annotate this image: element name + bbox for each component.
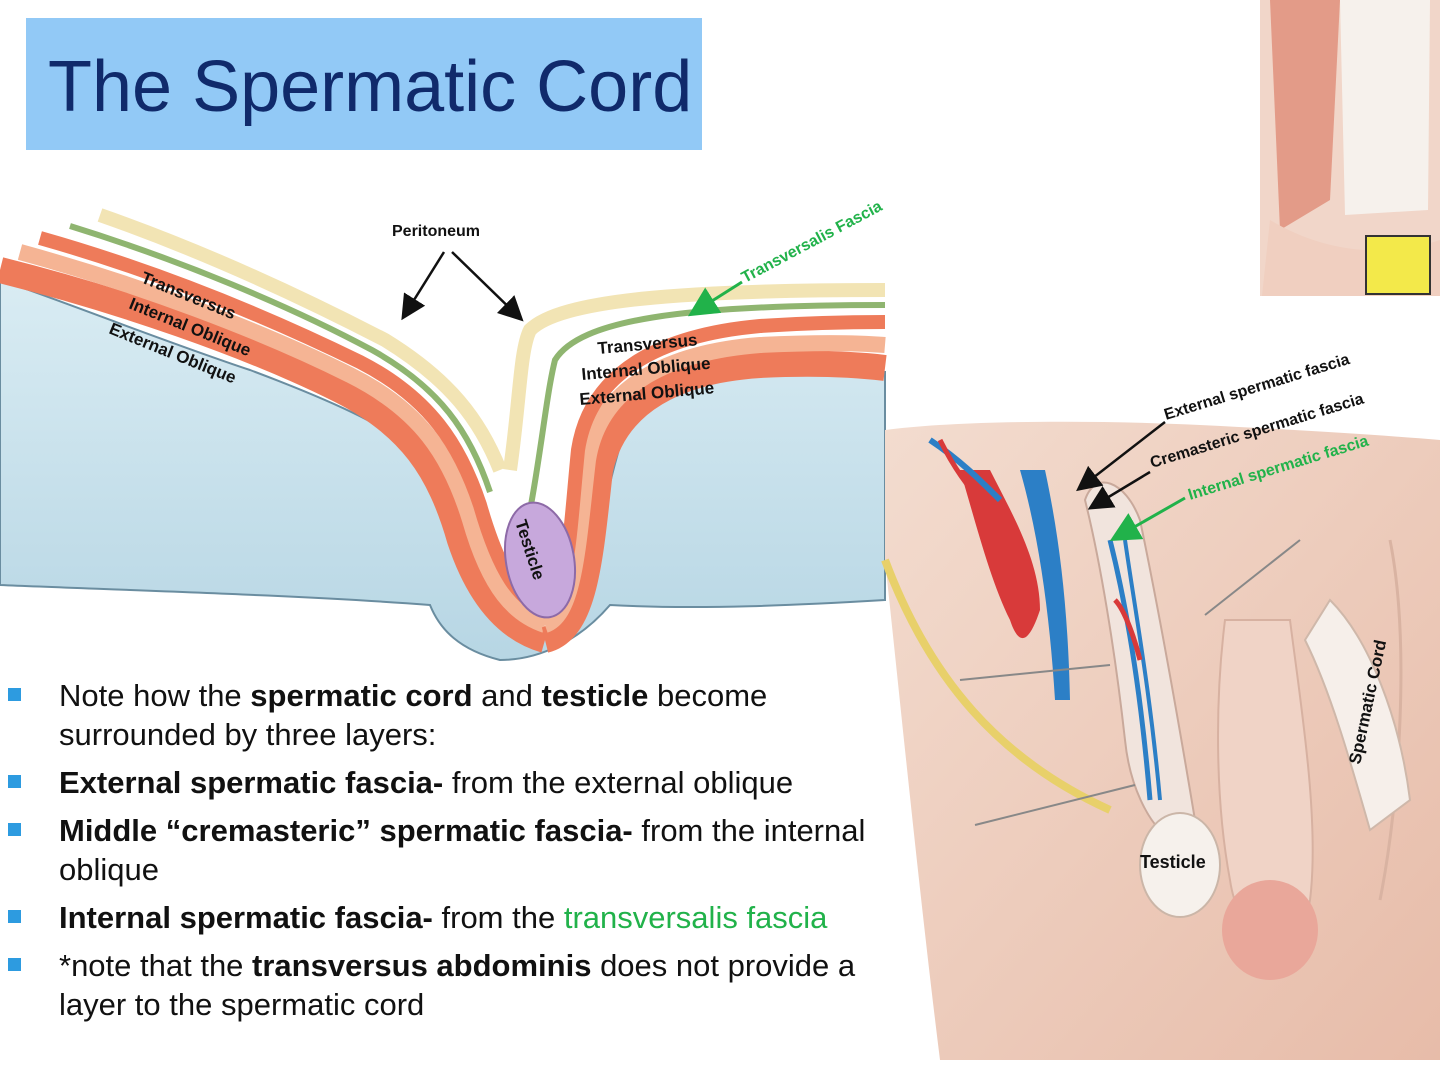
cross-section-diagram: Peritoneum Transversalis Fascia Transver…	[0, 198, 887, 662]
artery-shape	[960, 470, 1040, 639]
list-item: Middle “cremasteric” spermatic fascia- f…	[8, 811, 928, 889]
region-highlight-box	[1365, 235, 1431, 295]
label-testicle-right: Testicle	[1140, 852, 1206, 872]
dissection-illustration: External spermatic fascia Cremasteric sp…	[881, 351, 1440, 1061]
page-title: The Spermatic Cord	[48, 47, 693, 127]
torso-thumbnail	[1260, 0, 1440, 296]
list-item: *note that the transversus abdominis doe…	[8, 946, 928, 1024]
title-banner: The Spermatic Cord	[26, 18, 702, 150]
label-peritoneum: Peritoneum	[392, 223, 480, 240]
list-item: Internal spermatic fascia- from the tran…	[8, 898, 928, 937]
label-transversalis-fascia: Transversalis Fascia	[739, 198, 885, 287]
vein-shape	[1020, 470, 1070, 700]
bullet-list: Note how the spermatic cord and testicle…	[8, 676, 928, 1033]
testicle-right-shape	[1139, 812, 1221, 918]
list-item: External spermatic fascia- from the exte…	[8, 763, 928, 802]
testicle-shape	[504, 501, 576, 619]
spermatic-cord-right	[1303, 598, 1412, 832]
list-item: Note how the spermatic cord and testicle…	[8, 676, 928, 754]
